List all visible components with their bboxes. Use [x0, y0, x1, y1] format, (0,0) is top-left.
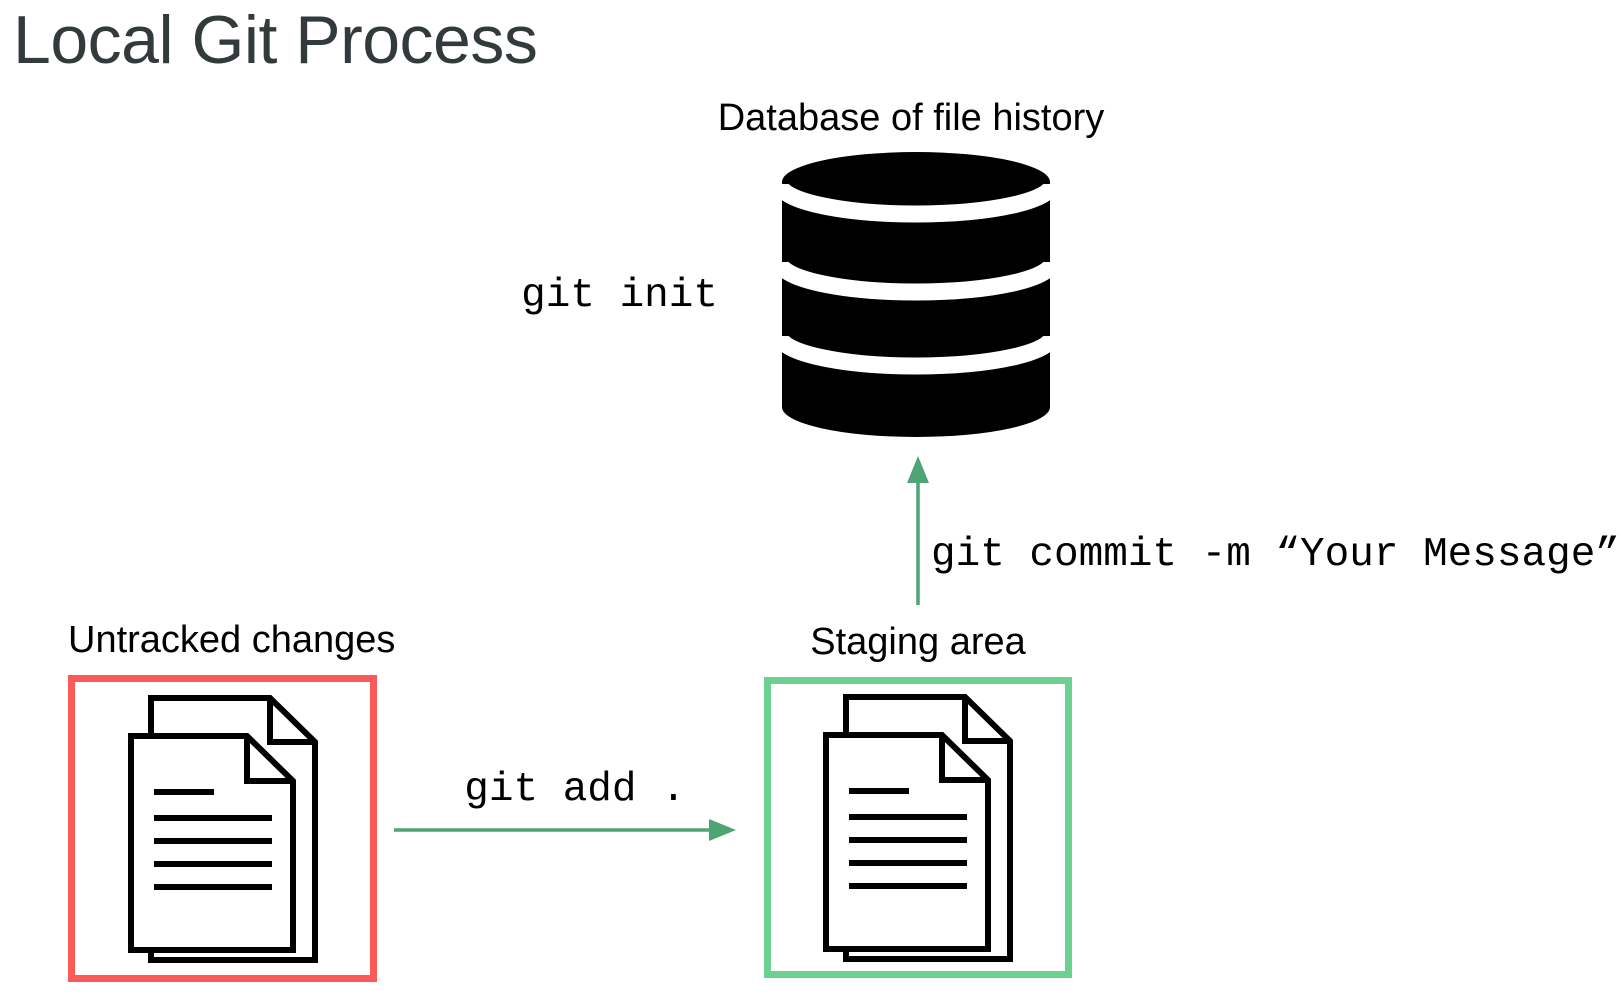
untracked-changes-label: Untracked changes [68, 619, 396, 661]
documents-icon [823, 693, 1013, 962]
document-text-lines [849, 787, 967, 889]
add-arrow [394, 819, 736, 841]
arrow-head [709, 819, 736, 841]
git-init-command: git init [521, 273, 718, 319]
staging-area-label: Staging area [810, 621, 1026, 663]
database-disc-gaps [782, 182, 1050, 375]
staging-area-box [764, 677, 1072, 978]
documents-icon [127, 694, 318, 963]
database-cylinder-icon [782, 152, 1050, 437]
git-commit-command: git commit -m “Your Message” [931, 532, 1619, 578]
commit-arrow [907, 456, 929, 605]
database-label: Database of file history [717, 97, 1105, 139]
git-add-command: git add . [464, 767, 686, 813]
untracked-changes-box [68, 675, 377, 982]
page-title: Local Git Process [13, 2, 538, 78]
arrow-head [907, 456, 929, 483]
document-text-lines [153, 788, 272, 890]
